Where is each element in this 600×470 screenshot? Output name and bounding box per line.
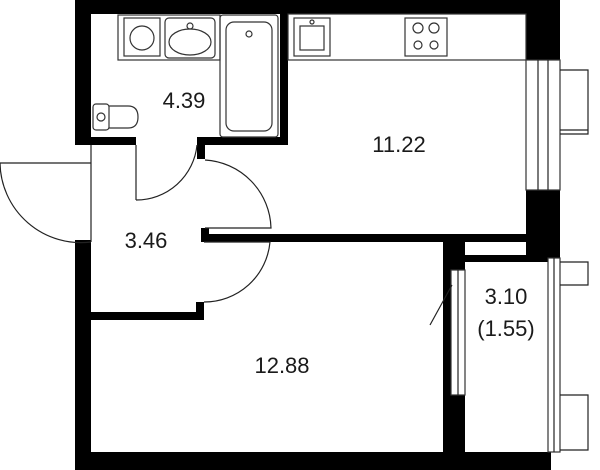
kitchen-fixtures	[287, 13, 527, 61]
kitchen-area-label: 11.22	[372, 132, 425, 157]
balcony-reduced-area-label: (1.55)	[477, 316, 534, 341]
stove-icon	[404, 17, 448, 57]
bathtub-icon	[219, 14, 279, 138]
hallway-area-label: 3.46	[125, 228, 168, 253]
bathroom-area-label: 4.39	[163, 88, 206, 113]
toilet-icon	[92, 103, 139, 131]
balcony-area-label: 3.10	[485, 284, 528, 309]
washing-machine-icon	[123, 17, 161, 57]
bedroom-area-label: 12.88	[254, 353, 309, 378]
kitchen-sink-icon	[293, 17, 331, 57]
door-swing-icon	[0, 144, 453, 326]
sink-icon	[164, 17, 216, 59]
window-icon	[450, 59, 589, 453]
bathroom-fixtures	[92, 14, 279, 138]
interior-walls	[91, 14, 551, 470]
